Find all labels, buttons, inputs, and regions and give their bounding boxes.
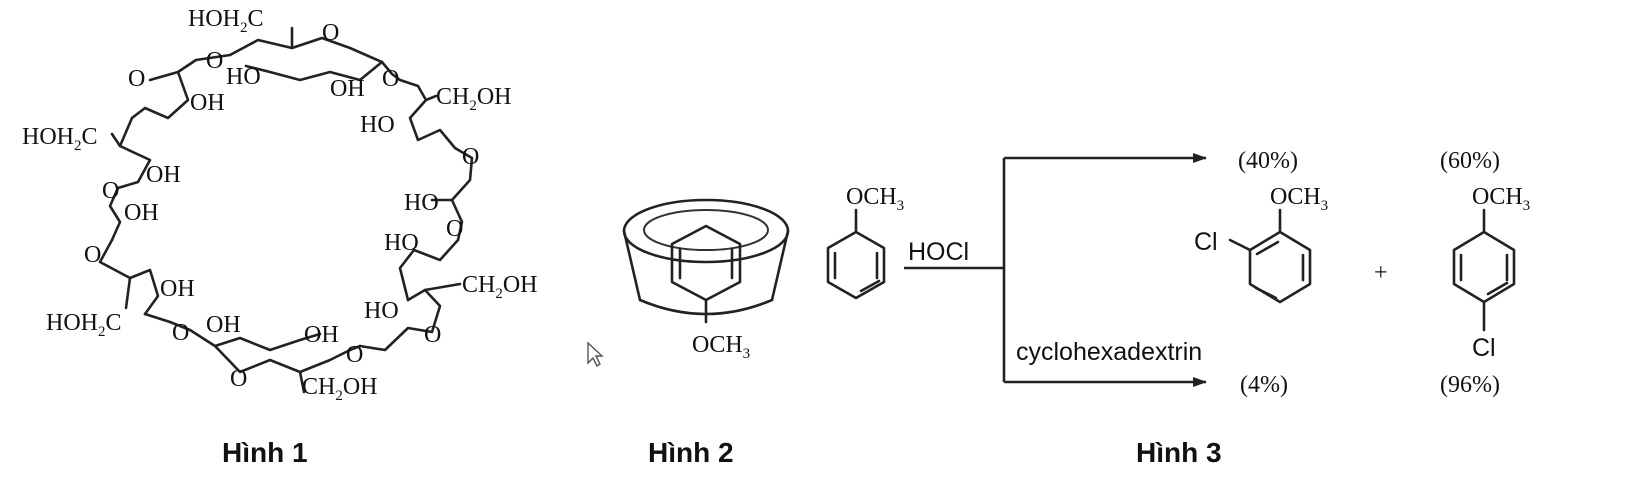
guest-benzene-ring: [670, 224, 742, 324]
reagent-label: HOCl: [908, 238, 969, 266]
macrocycle-bonds: [98, 26, 474, 394]
plus-sign: +: [1374, 260, 1388, 286]
label-ch2oh-bottom: CH2OH: [302, 374, 378, 404]
ring-oxygen: O: [84, 242, 101, 268]
hydroxyl-oh: OH: [146, 162, 181, 188]
label-hoh2c-lower-left: HOH2C: [46, 310, 122, 340]
bridge-oxygen: O: [382, 66, 399, 92]
figure-2-inclusion-complex: OCH3 Hình 2: [622, 198, 790, 468]
ring-oxygen: O: [322, 20, 339, 46]
yield-ortho-without-catalyst: (40%): [1238, 148, 1298, 174]
ring-oxygen: O: [128, 66, 145, 92]
yield-para-with-catalyst: (96%): [1440, 372, 1500, 398]
hydroxyl-oh: OH: [160, 276, 195, 302]
hydroxyl-oh: OH: [304, 322, 339, 348]
figure-1-cyclodextrin-structure: HOH2C HOH2C HOH2C CH2OH CH2OH CH2OH O O …: [22, 6, 538, 468]
hydroxyl-ho: HO: [226, 64, 261, 90]
caption-figure-3: Hình 3: [1136, 437, 1222, 468]
ortho-chloroanisole: OCH3 Cl: [1194, 184, 1328, 304]
bridge-oxygen: O: [446, 216, 463, 242]
para-chloroanisole: OCH3 Cl: [1452, 184, 1530, 362]
mouse-pointer-icon: [587, 341, 604, 368]
ring-oxygen: O: [424, 322, 441, 348]
ring-oxygen: O: [230, 366, 247, 392]
hydroxyl-oh: OH: [330, 76, 365, 102]
label-hoh2c-top: HOH2C: [188, 6, 264, 36]
bridge-oxygen: O: [346, 342, 363, 368]
hydroxyl-ho: HO: [360, 112, 395, 138]
hydroxyl-ho: HO: [364, 298, 399, 324]
label-ch2oh-right-lower: CH2OH: [462, 272, 538, 302]
label-ch2oh-right-upper: CH2OH: [436, 84, 512, 114]
reactant-methoxy-label: OCH3: [846, 184, 904, 214]
figure-3-reaction-scheme: OCH3 HOCl cyclohexadextrin OCH3 Cl +: [826, 148, 1530, 468]
ortho-chlorine-label: Cl: [1194, 228, 1218, 256]
label-hoh2c-left: HOH2C: [22, 124, 98, 154]
ring-oxygen: O: [462, 144, 479, 170]
reactant-anisole: OCH3: [826, 184, 904, 300]
ortho-methoxy-label: OCH3: [1270, 184, 1328, 214]
yield-para-without-catalyst: (60%): [1440, 148, 1500, 174]
bridge-oxygen: O: [172, 320, 189, 346]
yield-ortho-with-catalyst: (4%): [1240, 372, 1288, 398]
caption-figure-2: Hình 2: [648, 437, 734, 468]
hydroxyl-ho: HO: [384, 230, 419, 256]
hydroxyl-ho: HO: [404, 190, 439, 216]
guest-methoxy-label: OCH3: [692, 332, 750, 362]
bridge-oxygen: O: [102, 178, 119, 204]
caption-figure-1: Hình 1: [222, 437, 308, 468]
bridge-oxygen: O: [206, 48, 223, 74]
cavity-inner-rim: [643, 209, 769, 251]
hydroxyl-oh: OH: [206, 312, 241, 338]
hydroxyl-oh: OH: [124, 200, 159, 226]
hydroxyl-oh: OH: [190, 90, 225, 116]
para-chlorine-label: Cl: [1472, 334, 1496, 362]
catalyst-label: cyclohexadextrin: [1016, 338, 1202, 366]
para-methoxy-label: OCH3: [1472, 184, 1530, 214]
